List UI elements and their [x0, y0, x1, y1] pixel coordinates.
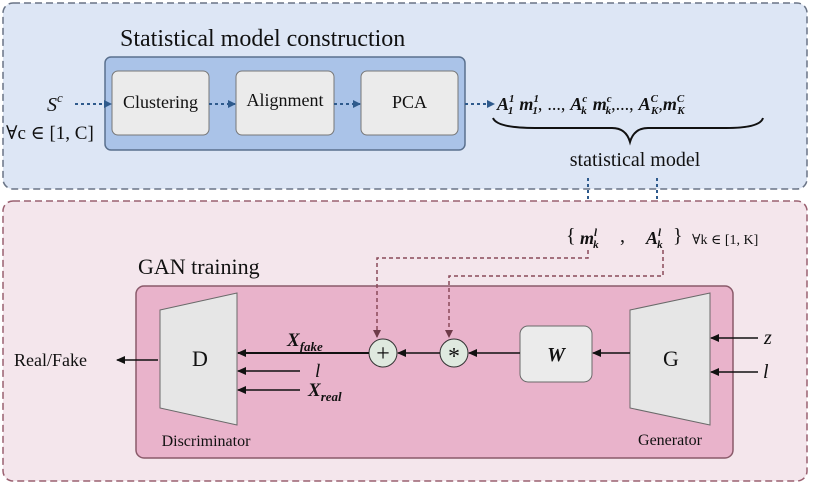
generator-letter: G [663, 346, 679, 371]
statistical-section-title: Statistical model construction [120, 26, 405, 52]
model-brace [492, 117, 764, 146]
pca-step [360, 70, 459, 136]
plus-operator-symbol: + [376, 341, 390, 367]
generator-l-label: l [763, 361, 769, 383]
input-condition: ∀c ∈ [1, C] [6, 123, 94, 144]
clustering-step-label: Clustering [123, 92, 198, 112]
generator-block [629, 292, 711, 426]
discriminator-block [159, 292, 238, 426]
x-real-label: Xreal [307, 380, 342, 404]
multiply-operator-symbol: * [448, 344, 460, 370]
input-symbol: Sc [47, 90, 63, 116]
arrow-m-to-plus [373, 250, 589, 338]
statistical-model-label: statistical model [570, 149, 701, 171]
x-fake-label: Xfake [286, 330, 323, 354]
alignment-step-label: Alignment [247, 90, 324, 110]
gan-params-condition: ∀k ∈ [1, K] [692, 233, 758, 248]
generator-label: Generator [638, 432, 703, 449]
discriminator-letter: D [192, 346, 208, 371]
gan-params-open: { [566, 225, 576, 247]
arrow-a-to-multiply [445, 250, 664, 338]
gan-section-title: GAN training [138, 254, 260, 279]
pca-step-label: PCA [392, 92, 427, 112]
discriminator-l-label: l [315, 361, 320, 382]
z-label: z [763, 327, 772, 349]
gan-params-close: } [673, 225, 683, 247]
gan-params-comma: , [620, 225, 625, 247]
real-fake-output-label: Real/Fake [14, 350, 87, 370]
w-block-label: W [547, 344, 566, 366]
discriminator-label: Discriminator [162, 433, 252, 450]
